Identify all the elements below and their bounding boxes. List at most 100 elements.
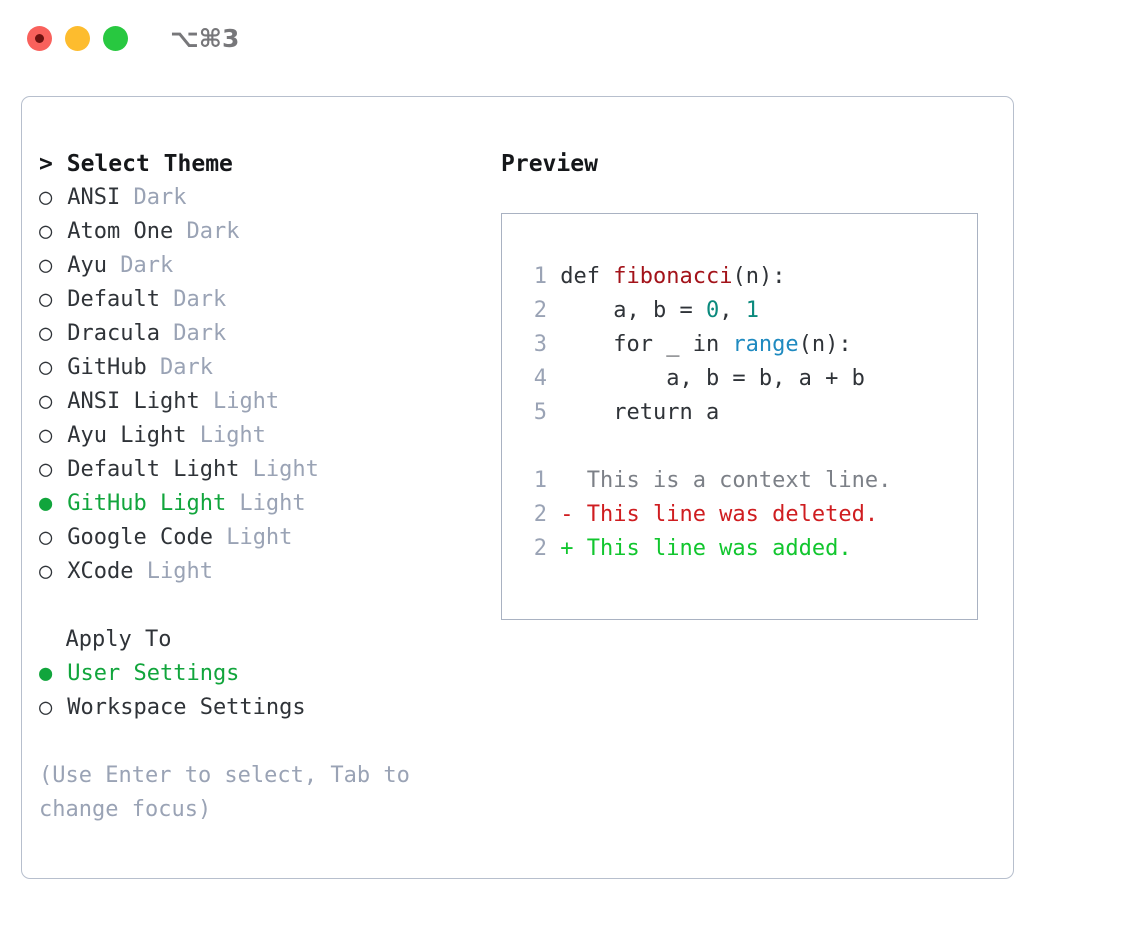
theme-variant-badge: Dark (173, 219, 240, 244)
theme-option-10[interactable]: ○ Google Code Light (39, 521, 499, 555)
theme-variant-badge: Dark (159, 287, 227, 312)
theme-option-label: XCode (54, 559, 134, 584)
theme-variant-badge: Light (212, 525, 293, 550)
radio-unselected-icon: ○ (39, 457, 53, 482)
radio-selected-icon: ● (39, 661, 53, 686)
diff-text: - This line was deleted. (547, 502, 879, 527)
line-number: 2 (533, 536, 547, 561)
code-token-plain: , (719, 298, 746, 323)
theme-variant-badge: Light (186, 423, 266, 448)
code-token-plain: (n): (798, 332, 852, 357)
diff-text: + This line was added. (547, 536, 852, 561)
theme-option-label: Atom One (54, 219, 174, 244)
theme-option-label: Ayu (54, 253, 107, 278)
code-token-plain: def (560, 264, 614, 289)
apply-to-option-1[interactable]: ○ Workspace Settings (39, 691, 499, 725)
radio-unselected-icon: ○ (39, 423, 53, 448)
title-bar: ⌥⌘3 (0, 0, 1140, 76)
theme-variant-badge: Light (133, 559, 213, 584)
radio-unselected-icon: ○ (39, 695, 53, 720)
apply-to-option-0[interactable]: ● User Settings (39, 657, 499, 691)
theme-option-2[interactable]: ○ Ayu Dark (39, 249, 499, 283)
theme-option-label: GitHub (54, 355, 147, 380)
theme-option-label: Google Code (54, 525, 213, 550)
line-number: 5 (533, 400, 547, 425)
select-theme-label: Select Theme (66, 151, 233, 177)
close-window-button[interactable] (27, 26, 52, 51)
radio-unselected-icon: ○ (39, 321, 53, 346)
theme-option-5[interactable]: ○ GitHub Dark (39, 351, 499, 385)
line-number: 2 (533, 298, 547, 323)
radio-unselected-icon: ○ (39, 219, 53, 244)
diff-line-del: 2 - This line was deleted. (521, 498, 891, 532)
keyboard-shortcut-label: ⌥⌘3 (170, 24, 240, 53)
diff-line-ctx: 1 This is a context line. (521, 464, 892, 498)
code-token-plain: for _ in (560, 332, 733, 357)
diff-text: This is a context line. (547, 468, 892, 493)
theme-option-list[interactable]: ○ ANSI Dark○ Atom One Dark○ Ayu Dark○ De… (39, 181, 499, 589)
theme-variant-badge: Dark (159, 321, 227, 346)
theme-option-0[interactable]: ○ ANSI Dark (39, 181, 499, 215)
preview-spacer (521, 430, 891, 464)
radio-unselected-icon: ○ (39, 525, 53, 550)
code-token-plain: a, b = (560, 298, 706, 323)
theme-option-label: Ayu Light (54, 423, 187, 448)
theme-option-9[interactable]: ● GitHub Light Light (39, 487, 499, 521)
theme-variant-badge: Light (239, 457, 319, 482)
minimize-window-button[interactable] (65, 26, 90, 51)
line-number: 4 (533, 366, 547, 391)
theme-option-1[interactable]: ○ Atom One Dark (39, 215, 499, 249)
theme-option-4[interactable]: ○ Dracula Dark (39, 317, 499, 351)
radio-unselected-icon: ○ (39, 355, 53, 380)
apply-to-option-label: Workspace Settings (54, 695, 306, 720)
maximize-window-button[interactable] (103, 26, 128, 51)
apply-to-label: Apply To (65, 627, 172, 652)
theme-option-label: GitHub Light (54, 491, 227, 516)
prompt-caret-icon: > (39, 151, 53, 177)
line-number: 1 (533, 264, 547, 289)
theme-option-label: Default Light (54, 457, 240, 482)
theme-option-label: Default (54, 287, 160, 312)
radio-unselected-icon: ○ (39, 287, 53, 312)
theme-option-8[interactable]: ○ Default Light Light (39, 453, 499, 487)
radio-unselected-icon: ○ (39, 185, 53, 210)
theme-variant-badge: Dark (146, 355, 213, 380)
theme-option-7[interactable]: ○ Ayu Light Light (39, 419, 499, 453)
theme-option-label: ANSI (54, 185, 121, 210)
theme-option-3[interactable]: ○ Default Dark (39, 283, 499, 317)
line-number: 1 (533, 468, 547, 493)
radio-unselected-icon: ○ (39, 559, 53, 584)
code-token-fn: fibonacci (613, 264, 733, 289)
preview-column: Preview 1 def fibonacci(n):2 a, b = 0, 1… (501, 147, 1001, 620)
traffic-lights (27, 26, 128, 51)
radio-unselected-icon: ○ (39, 253, 53, 278)
theme-option-6[interactable]: ○ ANSI Light Light (39, 385, 499, 419)
code-token-plain: a, b = b, a + b (560, 366, 865, 391)
apply-to-option-label: User Settings (54, 661, 240, 686)
theme-variant-badge: Dark (120, 185, 187, 210)
radio-unselected-icon: ○ (39, 389, 53, 414)
code-line: 4 a, b = b, a + b (521, 362, 891, 396)
apply-to-heading: Apply To (39, 623, 499, 657)
code-line: 3 for _ in range(n): (521, 328, 891, 362)
code-line: 1 def fibonacci(n): (521, 260, 891, 294)
code-token-num: 1 (745, 298, 759, 323)
theme-option-label: Dracula (54, 321, 160, 346)
keyboard-hint-text: (Use Enter to select, Tab to change focu… (39, 763, 410, 822)
code-token-plain: (n): (732, 264, 786, 289)
theme-option-11[interactable]: ○ XCode Light (39, 555, 499, 589)
select-theme-heading: > Select Theme (39, 147, 499, 181)
theme-picker-panel: > Select Theme ○ ANSI Dark○ Atom One Dar… (21, 96, 1014, 879)
code-line: 5 return a (521, 396, 891, 430)
line-number: 2 (533, 502, 547, 527)
line-number: 3 (533, 332, 547, 357)
radio-selected-icon: ● (39, 491, 53, 516)
theme-selection-column: > Select Theme ○ ANSI Dark○ Atom One Dar… (39, 147, 499, 827)
theme-option-label: ANSI Light (54, 389, 200, 414)
theme-variant-badge: Light (226, 491, 306, 516)
code-token-plain: return a (560, 400, 720, 425)
apply-to-option-list[interactable]: ● User Settings○ Workspace Settings (39, 657, 499, 725)
code-line: 2 a, b = 0, 1 (521, 294, 891, 328)
